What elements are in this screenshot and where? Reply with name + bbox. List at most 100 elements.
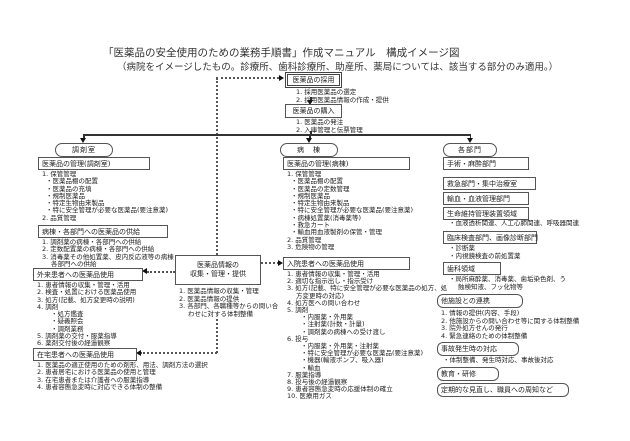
homecare-list: 1. 医薬品の適正使用のための剤形、用法、調剤方法の選択 2. 患者居宅における… bbox=[37, 361, 208, 391]
list-item: ・輸血用血液製剤の保管・管理 bbox=[291, 228, 382, 237]
list-item: 2. 入庫管理と伝票管理 bbox=[296, 125, 363, 134]
management-ward-list: 1. 保管管理 ・医薬品棚の配置 ・医薬品の定数管理 ・規制医薬品 ・特定生物由… bbox=[287, 170, 414, 251]
connector-purchase-branch bbox=[310, 131, 312, 135]
supply-list: 1. 調剤薬の病棟・各部門への供給 2. 定数配置薬の病棟・各部門への供給 3.… bbox=[42, 238, 181, 268]
purchase-box: 医薬品の購入 bbox=[285, 104, 342, 118]
list-item: ・診断薬 bbox=[449, 244, 475, 252]
management-dispensary-list: 1. 保管管理 ・医薬品棚の配置 ・医薬品の充填 ・規制医薬品 ・特定生物由来製… bbox=[42, 170, 168, 222]
connector-adoption-purchase bbox=[310, 97, 312, 101]
list-item: ・機器(輸液ポンプ、吸入器) bbox=[301, 356, 384, 365]
accident-response-notes: ・体制整備、発生時対応、事故後対応 bbox=[441, 356, 554, 365]
arrowhead-into-adoption bbox=[279, 74, 284, 81]
dotted-line-info-up bbox=[216, 78, 218, 255]
list-item: ・疑義照会 bbox=[51, 317, 84, 326]
list-item: 3. 危険物の管理 bbox=[287, 242, 335, 251]
list-item: 2. 医薬品情報の提供 bbox=[179, 294, 240, 303]
arrowhead-into-outpatient bbox=[142, 268, 147, 274]
list-item: 3. 在宅患者または介護者への服薬指導 bbox=[37, 375, 150, 384]
section-box-inpatient: 入院患者への医薬品使用 bbox=[283, 257, 410, 270]
list-item: 4. 患者容態急変時に対応できる体制の整備 bbox=[37, 382, 163, 391]
dotted-line-info-down bbox=[216, 319, 218, 353]
life-support-notes: ・血液透析関連、人工心肺関連、呼吸器関連 bbox=[447, 219, 579, 228]
arrowhead-into-dispensary bbox=[80, 138, 86, 143]
header-departments: 各部門 bbox=[443, 143, 497, 157]
list-item: ・輸血 bbox=[301, 363, 321, 372]
dept-box-lab-imaging: 臨床検査部門、画像診断部門 bbox=[443, 231, 538, 244]
dotted-line-info-to-inpatient bbox=[261, 262, 279, 264]
list-item: 2. 品質管理 bbox=[42, 213, 77, 222]
list-item: 2. 定数配置薬の病棟・各部門への供給 bbox=[42, 245, 155, 254]
list-item: 1. 情報の提供(内容、手段) bbox=[441, 309, 520, 317]
drug-info-box: 医薬品情報の 収集・管理・提供 bbox=[175, 255, 261, 285]
list-item: 1. 医薬品情報の収集・管理 bbox=[179, 287, 259, 295]
list-item: 4. 緊急連絡のための体制整備 bbox=[441, 331, 528, 340]
list-item: 10. 医療用ガス bbox=[287, 392, 332, 401]
list-item: 6. 投与 bbox=[287, 334, 309, 343]
list-item: ・内服薬・外用薬・注射薬 bbox=[301, 342, 379, 351]
list-item: 2. 品質管理 bbox=[287, 235, 322, 244]
list-item: 7. 服薬指導 bbox=[287, 370, 322, 379]
dept-box-surgery-anesthesia: 手術・麻酔部門 bbox=[443, 157, 529, 170]
rounded-box-periodic-review: 定期的な見直し、職員への周知など bbox=[437, 383, 569, 397]
dept-box-life-support: 生命維持管理装置領域 bbox=[443, 207, 529, 220]
list-item: ・特定生物由来製品 bbox=[291, 199, 350, 208]
arrowhead-into-inpatient bbox=[278, 259, 283, 266]
outpatient-list: 1. 患者情報の収集・管理・活用 2. 検査・処置における医薬品使用 3. 処方… bbox=[37, 281, 136, 348]
section-box-supply: 病棟・各部門への医薬品の供給 bbox=[38, 225, 168, 238]
list-item: ・調剤業務 bbox=[51, 324, 84, 333]
list-item: ・特に安全管理が必要な医薬品(要注意薬) bbox=[291, 206, 414, 215]
list-item: ・体制整備、発生時対応、事故後対応 bbox=[443, 356, 554, 364]
list-item: ・医薬品の充填 bbox=[46, 184, 92, 193]
other-facilities-list: 1. 情報の提供(内容、手段) 2. 他施設からの問い合わせ等に関する体制整備 … bbox=[441, 309, 580, 340]
list-item: 3. 消毒薬その他処置薬、皮内反応液等の病棟・各部門への供給 bbox=[42, 252, 181, 268]
list-item: ・救急カート bbox=[291, 221, 330, 230]
inpatient-list: 1. 患者情報の収集・管理・活用 2. 適切な指示出し・指示受け 3. 処方(記… bbox=[287, 270, 452, 401]
list-item: 1. 調剤薬の病棟・各部門への供給 bbox=[42, 238, 142, 246]
list-item: 1. 保管管理 bbox=[42, 170, 77, 178]
branch-stub-mid bbox=[309, 135, 311, 139]
list-item: ・特に安全管理が必要な医薬品(要注意薬) bbox=[301, 349, 424, 358]
list-item: ・処方鑑査 bbox=[51, 310, 84, 319]
adoption-list: 1. 採用医薬品の選定 2. 採用医薬品情報の作成・提供 bbox=[296, 88, 389, 104]
rounded-box-other-facilities: 他施設との連携 bbox=[437, 294, 523, 308]
drug-info-list: 1. 医薬品情報の収集・管理 2. 医薬品情報の提供 3. 各部門、各職種等から… bbox=[179, 287, 280, 318]
dept-box-dental: 歯科領域 bbox=[443, 262, 501, 275]
list-item: 1. 医薬品の発注 bbox=[296, 118, 344, 126]
branch-line bbox=[83, 134, 471, 136]
drug-info-label-line1: 医薬品情報の bbox=[197, 261, 239, 269]
dotted-line-info-to-adoption bbox=[216, 77, 279, 79]
list-item: 9. 患者容態急変時の応援体制の確立 bbox=[287, 385, 393, 394]
dotted-line-info-to-homecare bbox=[140, 352, 217, 354]
dotted-line-info-to-outpatient bbox=[147, 271, 175, 273]
list-item: ・特定生物由来製品 bbox=[46, 199, 105, 208]
list-item: 2. 他施設からの問い合わせ等に関する体制整備 bbox=[441, 316, 580, 325]
header-dispensary: 調剤室 bbox=[55, 143, 113, 157]
list-item: 5. 調剤 bbox=[287, 306, 309, 315]
branch-stub-left bbox=[83, 135, 85, 139]
list-item: 5. 調剤薬の交付・服薬指導 bbox=[37, 332, 117, 341]
arrowhead-into-departments bbox=[466, 138, 473, 143]
list-item: 1. 医薬品の適正使用のための剤形、用法、調剤方法の選択 bbox=[37, 361, 208, 369]
dept-box-blood-management: 輸血・血液管理部門 bbox=[443, 192, 529, 205]
rounded-box-education-training: 教育・研修 bbox=[437, 367, 499, 381]
header-ward: 病 棟 bbox=[280, 143, 338, 157]
adoption-box: 医薬品の採用 bbox=[285, 72, 342, 88]
lab-imaging-notes: ・診断薬 ・内視鏡検査の前処置薬 bbox=[447, 244, 521, 260]
list-item: 3. 各部門、各職種等からの問い合わせに対する体制整備 bbox=[179, 302, 279, 318]
list-item: ・調剤薬の病棟への受け渡し bbox=[301, 327, 386, 336]
dept-box-emergency-icu: 救急部門・集中治療室 bbox=[443, 177, 536, 190]
list-item: 2. 患者居宅における医薬品の使用と管理 bbox=[37, 368, 156, 377]
branch-stub-right bbox=[469, 135, 471, 139]
list-item: 8. 投与後の経過観察 bbox=[287, 378, 348, 387]
rounded-box-accident-response: 事故発生時の対応 bbox=[437, 342, 519, 356]
list-item: 4. 処方医への問い合わせ bbox=[287, 298, 361, 307]
purchase-label: 医薬品の購入 bbox=[292, 107, 335, 115]
list-item: ・規制医薬品 bbox=[291, 191, 330, 200]
arrowhead-into-ward bbox=[306, 138, 312, 143]
list-item: 6. 薬剤交付後の経過観察 bbox=[37, 339, 111, 348]
list-item: ・医薬品の定数管理 bbox=[291, 184, 350, 193]
list-item: 1. 採用医薬品の選定 bbox=[296, 88, 357, 96]
list-item: 1. 患者情報の収集・管理・活用 bbox=[37, 281, 130, 289]
page-title: 「医薬品の安全使用のための業務手順書」作成マニュアル 構成イメージ図 bbox=[103, 48, 460, 59]
